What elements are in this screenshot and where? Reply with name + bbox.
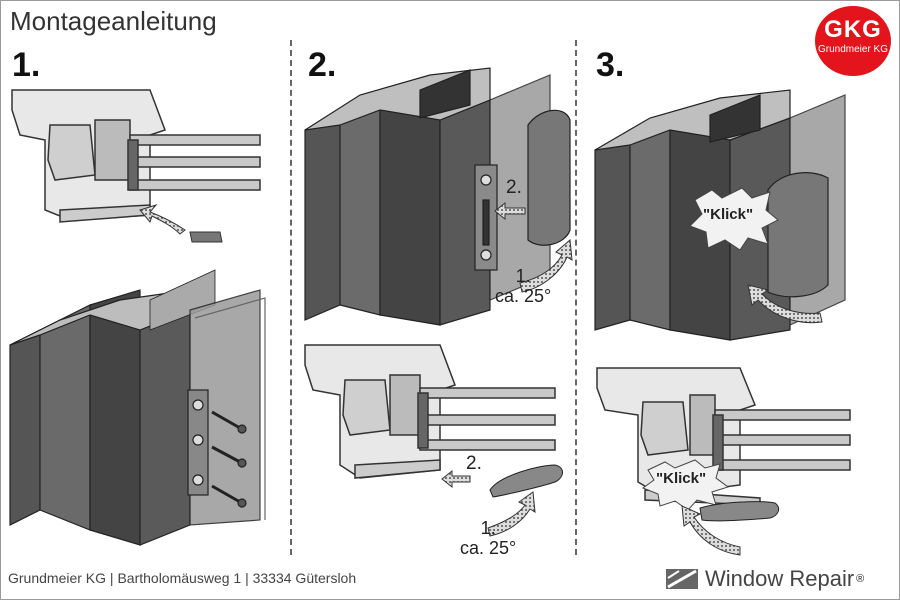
window-repair-logo-icon xyxy=(666,569,698,589)
step1-3d-profile xyxy=(9,269,266,546)
step2-bottom-clip-part xyxy=(489,464,563,498)
gkg-logo: GKG Grundmeier KG xyxy=(815,6,891,76)
step1-top-arrow xyxy=(139,204,186,235)
page-title: Montageanleitung xyxy=(10,6,217,36)
step2-bottom-angle-label: 1. ca. 25° xyxy=(460,518,517,558)
step1-top-clip-part xyxy=(189,231,223,243)
step2-top-arrows xyxy=(494,201,573,293)
step3-klick-label-top: "Klick" xyxy=(703,206,754,223)
step2-cover-part xyxy=(527,109,571,246)
step1-section-drawing xyxy=(11,89,261,223)
step3-klick-label-bottom: "Klick" xyxy=(656,470,707,487)
divider-1 xyxy=(290,40,292,555)
step3-klick-burst-bottom xyxy=(641,459,730,511)
step2-bottom-move-label: 2. xyxy=(466,453,482,474)
step2-section-drawing xyxy=(304,344,556,479)
step2-bottom-arrows xyxy=(441,469,536,537)
step-1-number: 1. xyxy=(12,46,41,84)
brand-registered-mark: ® xyxy=(856,573,865,585)
divider-2 xyxy=(575,40,577,555)
step2-top-angle-label: 1. ca. 25° xyxy=(495,266,552,306)
step3-top-arrow xyxy=(747,284,823,324)
step1-screws xyxy=(211,410,247,508)
step3-bottom-arrow xyxy=(681,505,741,556)
footer-address: Grundmeier KG | Bartholomäusweg 1 | 3333… xyxy=(8,570,357,586)
step3-cover-part xyxy=(767,172,829,298)
step-2-number: 2. xyxy=(308,46,337,84)
step-3-number: 3. xyxy=(596,46,625,84)
brand-name: Window Repair xyxy=(705,566,855,591)
step3-klick-burst-top xyxy=(689,187,779,251)
logo-letters: GKG xyxy=(824,16,882,43)
window-repair-brand: Window Repair ® xyxy=(665,566,864,592)
logo-subtitle: Grundmeier KG xyxy=(817,44,889,55)
step2-top-move-label: 2. xyxy=(506,177,522,198)
step3-bottom-clip-part xyxy=(699,501,780,522)
